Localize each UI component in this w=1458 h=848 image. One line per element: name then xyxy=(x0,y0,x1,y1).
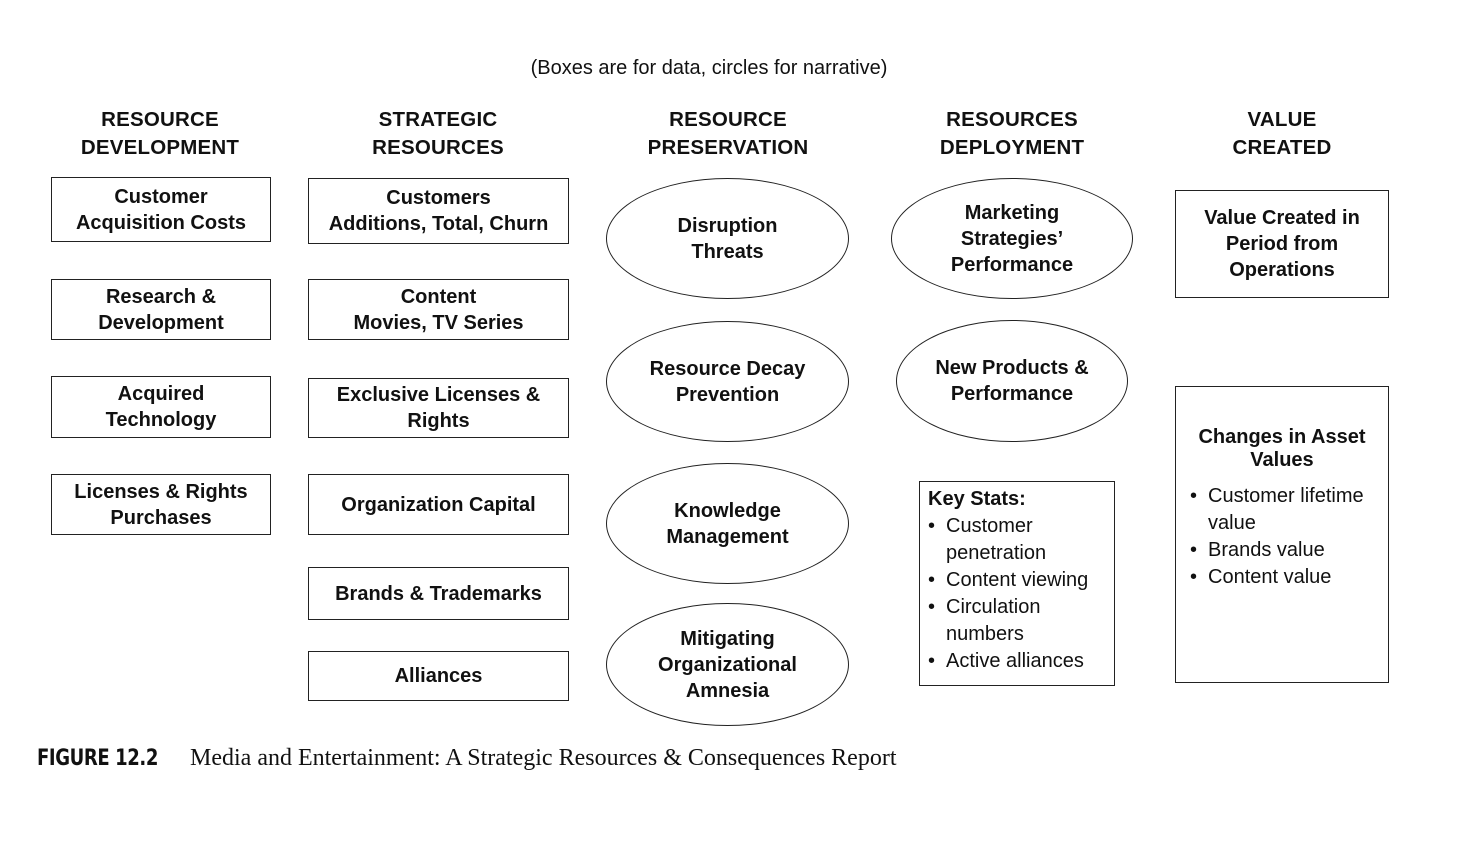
asset-values-title: Changes in Asset Values xyxy=(1198,426,1366,471)
oval-label: Mitigating Organizational Amnesia xyxy=(658,627,797,702)
heading-value-created: VALUE CREATED xyxy=(1232,108,1332,159)
list-item: Brands value xyxy=(1190,537,1380,564)
box-content: Content Movies, TV Series xyxy=(308,279,569,340)
box-exclusive-licenses-rights: Exclusive Licenses & Rights xyxy=(308,378,569,438)
box-label: Content Movies, TV Series xyxy=(353,285,524,334)
box-licenses-rights-purchases: Licenses & Rights Purchases xyxy=(51,474,271,535)
key-stats-list: Customer penetration Content viewing Cir… xyxy=(928,513,1106,675)
oval-label: New Products & Performance xyxy=(935,357,1089,405)
list-item: Circulation numbers xyxy=(928,594,1106,648)
figure-title: Media and Entertainment: A Strategic Res… xyxy=(190,745,897,771)
box-customers: Customers Additions, Total, Churn xyxy=(308,178,569,244)
box-brands-trademarks: Brands & Trademarks xyxy=(308,567,569,620)
key-stats-box: Key Stats: Customer penetration Content … xyxy=(919,481,1115,686)
oval-label: Resource Decay Prevention xyxy=(649,357,806,406)
heading-resources-deployment: RESOURCES DEPLOYMENT xyxy=(939,108,1085,159)
oval-label: Disruption Threats xyxy=(677,214,778,263)
oval-marketing-strategies-performance: Marketing Strategies’ Performance xyxy=(891,178,1133,299)
oval-new-products-performance: New Products & Performance xyxy=(896,320,1128,442)
list-item: Content viewing xyxy=(928,567,1106,594)
diagram-note: (Boxes are for data, circles for narrati… xyxy=(530,57,888,79)
box-label: Customers Additions, Total, Churn xyxy=(328,187,549,235)
oval-label: Marketing Strategies’ Performance xyxy=(950,201,1074,276)
box-label: Acquired Technology xyxy=(105,383,217,431)
box-alliances: Alliances xyxy=(308,651,569,701)
oval-knowledge-management: Knowledge Management xyxy=(606,463,849,584)
heading-resource-development: RESOURCE DEVELOPMENT xyxy=(80,108,240,159)
figure-caption: FIGURE 12.2 Media and Entertainment: A S… xyxy=(37,744,897,771)
list-item: Content value xyxy=(1190,564,1380,591)
box-label: Organization Capital xyxy=(341,493,536,516)
box-value-created-operations: Value Created in Period from Operations xyxy=(1175,190,1389,298)
box-label: Research & Development xyxy=(98,285,224,334)
heading-strategic-resources: STRATEGIC RESOURCES xyxy=(372,108,504,159)
box-organization-capital: Organization Capital xyxy=(308,474,569,535)
heading-resource-preservation: RESOURCE PRESERVATION xyxy=(647,108,809,159)
box-label: Value Created in Period from Operations xyxy=(1204,207,1360,281)
box-label: Brands & Trademarks xyxy=(335,582,542,605)
box-label: Licenses & Rights Purchases xyxy=(74,480,248,529)
box-customer-acquisition-costs: Customer Acquisition Costs xyxy=(51,177,271,242)
list-item: Customer lifetime value xyxy=(1190,483,1380,537)
box-label: Exclusive Licenses & Rights xyxy=(336,384,541,432)
list-item: Active alliances xyxy=(928,648,1106,675)
oval-disruption-threats: Disruption Threats xyxy=(606,178,849,299)
box-research-development: Research & Development xyxy=(51,279,271,340)
asset-values-list: Customer lifetime value Brands value Con… xyxy=(1184,483,1380,591)
key-stats-title: Key Stats: xyxy=(928,488,1026,510)
oval-resource-decay-prevention: Resource Decay Prevention xyxy=(606,321,849,442)
box-label: Customer Acquisition Costs xyxy=(75,185,246,234)
oval-mitigating-organizational-amnesia: Mitigating Organizational Amnesia xyxy=(606,603,849,726)
list-item: Customer penetration xyxy=(928,513,1106,567)
box-label: Alliances xyxy=(394,665,483,687)
oval-label: Knowledge Management xyxy=(666,499,789,548)
box-acquired-technology: Acquired Technology xyxy=(51,376,271,438)
box-changes-in-asset-values: Changes in Asset Values Customer lifetim… xyxy=(1175,386,1389,683)
figure-label: FIGURE 12.2 xyxy=(37,746,158,771)
